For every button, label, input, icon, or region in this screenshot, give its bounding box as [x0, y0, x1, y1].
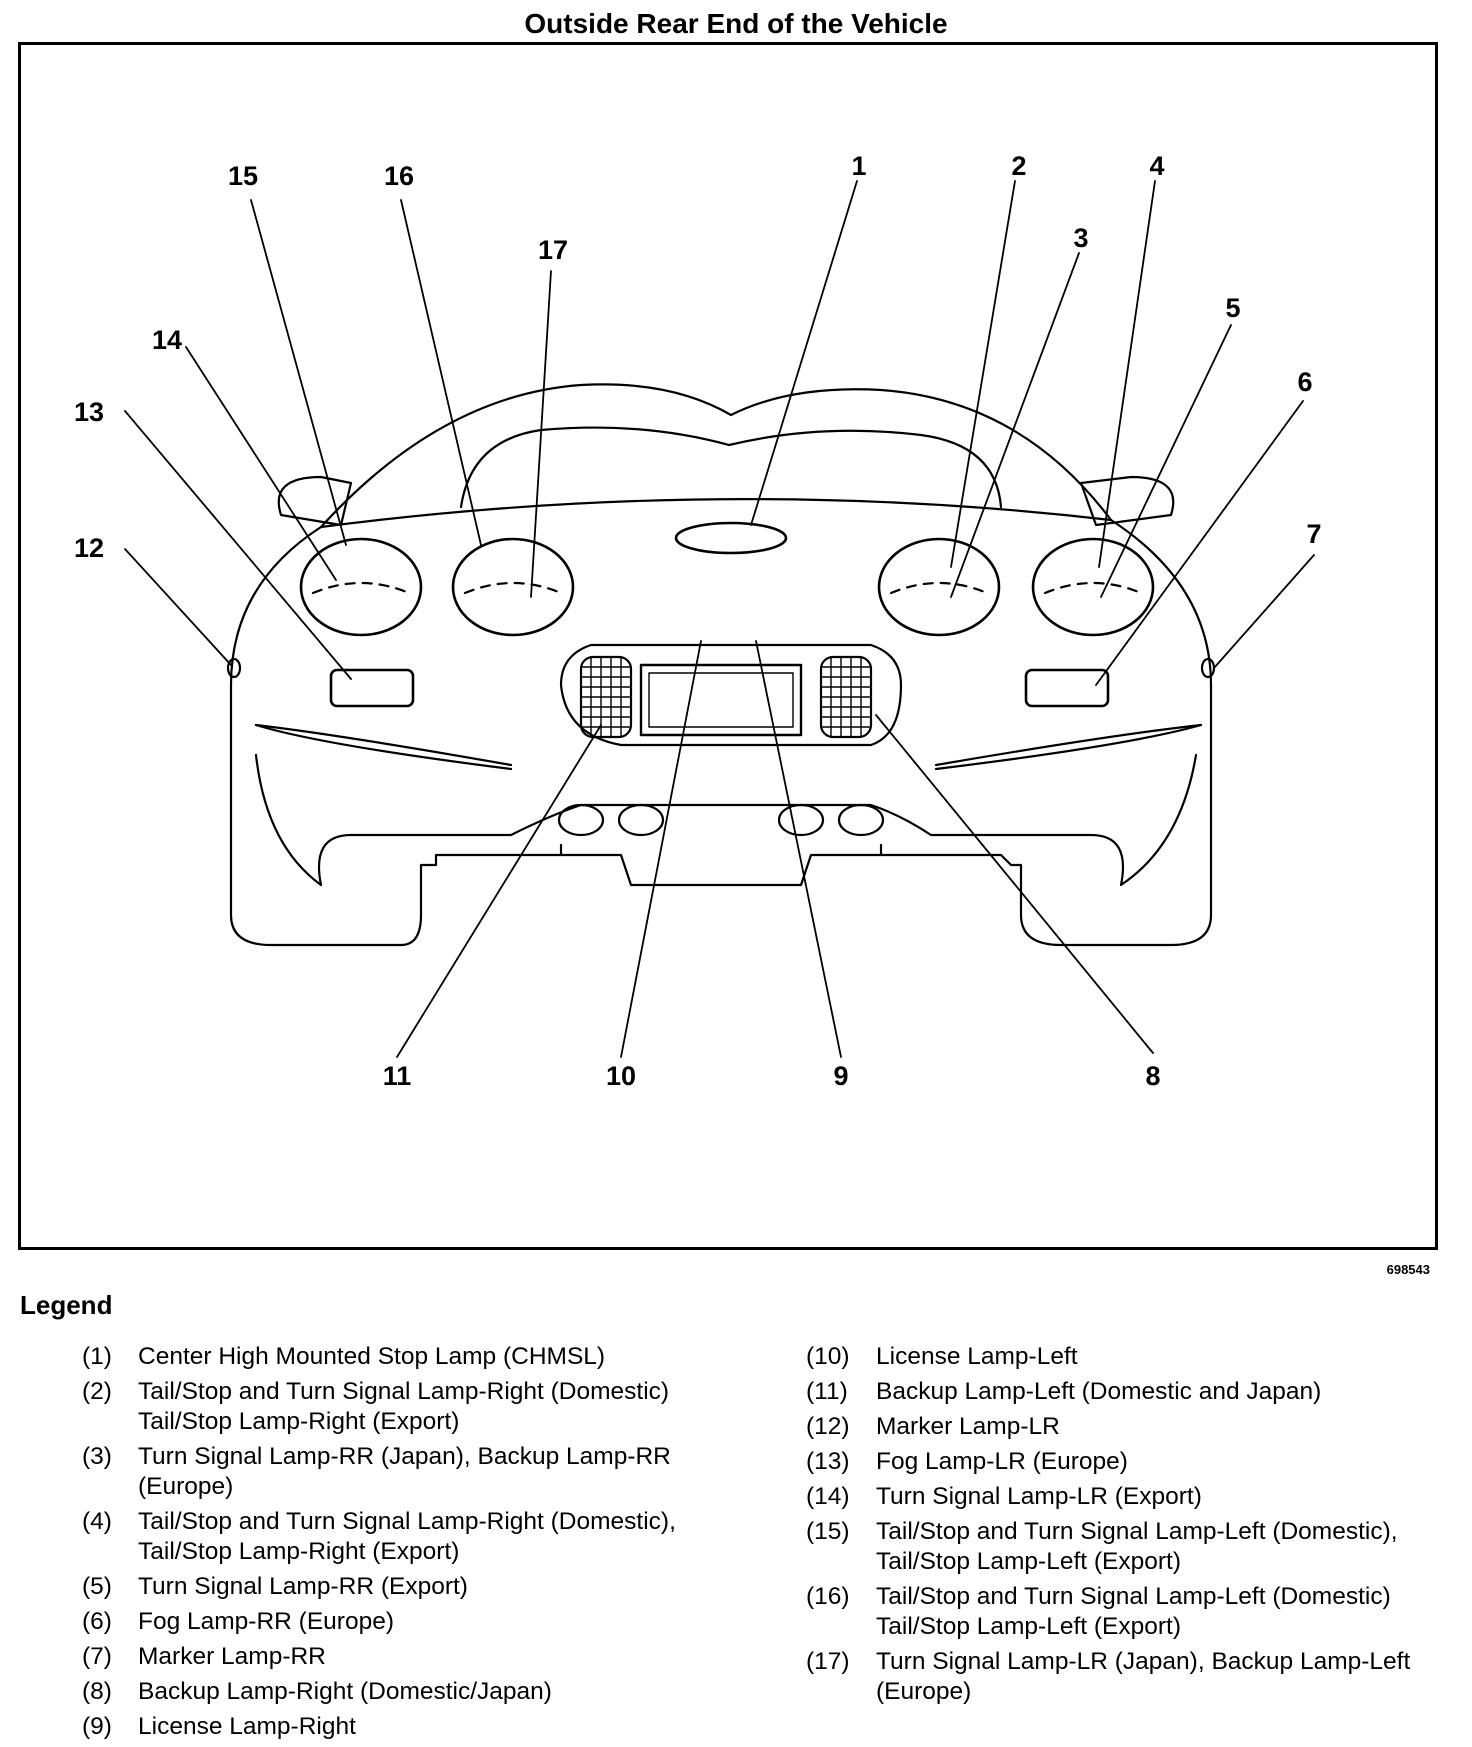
legend-text: Marker Lamp-RR	[138, 1643, 326, 1670]
legend-number: (8)	[82, 1678, 112, 1705]
exhaust-2	[617, 803, 665, 837]
callout-6: 6	[1297, 367, 1312, 397]
legend-number: (5)	[82, 1573, 112, 1600]
tail-lamp-2	[877, 537, 1001, 637]
legend-text: Turn Signal Lamp-LR (Japan), Backup Lamp…	[876, 1648, 1411, 1705]
figure-id: 698543	[1386, 1262, 1430, 1277]
license-recess	[559, 643, 903, 747]
left-spoiler	[277, 475, 353, 527]
legend-item: (15) Tail/Stop and Turn Signal Lamp-Left …	[806, 1517, 1446, 1577]
legend-item: (14) Turn Signal Lamp-LR (Export)	[806, 1482, 1446, 1512]
legend-text: Fog Lamp-LR (Europe)	[876, 1448, 1128, 1475]
legend-item: (16) Tail/Stop and Turn Signal Lamp-Left …	[806, 1582, 1446, 1642]
tail-lamp-4	[1031, 537, 1155, 637]
legend-text: Tail/Stop and Turn Signal Lamp-Right (Do…	[138, 1508, 676, 1565]
legend-number: (15)	[806, 1518, 850, 1545]
legend-text: Marker Lamp-LR	[876, 1413, 1060, 1440]
fog-lamp-left	[329, 668, 415, 708]
callout-17: 17	[538, 235, 568, 265]
legend-number: (11)	[806, 1378, 848, 1405]
legend-item: (8) Backup Lamp-Right (Domestic/Japan)	[82, 1677, 762, 1707]
callout-15: 15	[228, 161, 258, 191]
legend-text: License Lamp-Right	[138, 1713, 356, 1740]
legend-number: (1)	[82, 1343, 112, 1370]
legend-item: (13) Fog Lamp-LR (Europe)	[806, 1447, 1446, 1477]
callout-8: 8	[1145, 1061, 1160, 1091]
callout-5: 5	[1225, 293, 1240, 323]
right-spoiler	[1079, 475, 1175, 527]
callout-13: 13	[74, 397, 104, 427]
legend-right-column: (10) License Lamp-Left (11) Backup Lamp-Le…	[806, 1342, 1446, 1712]
left-grille-icon	[579, 655, 633, 739]
callout-16: 16	[384, 161, 414, 191]
legend-item: (7) Marker Lamp-RR	[82, 1642, 762, 1672]
callout-10: 10	[606, 1061, 636, 1091]
roof-outline	[319, 383, 1113, 529]
marker-lamp-right	[1200, 657, 1216, 679]
tail-lamp-15	[299, 537, 423, 637]
callout-11: 11	[383, 1061, 412, 1091]
legend-number: (17)	[806, 1648, 850, 1675]
legend-item: (10) License Lamp-Left	[806, 1342, 1446, 1372]
legend-text: License Lamp-Left	[876, 1343, 1078, 1370]
marker-lamp-left	[226, 657, 242, 679]
legend-left-column: (1) Center High Mounted Stop Lamp (CHMSL)…	[82, 1342, 762, 1747]
tail-lamp-16	[451, 537, 575, 637]
legend-item: (11) Backup Lamp-Left (Domestic and Japan…	[806, 1377, 1446, 1407]
legend-number: (6)	[82, 1608, 112, 1635]
body-outline	[229, 518, 1213, 947]
callout-9: 9	[833, 1061, 848, 1091]
page-title: Outside Rear End of the Vehicle	[524, 8, 948, 39]
legend-text: Backup Lamp-Left (Domestic and Japan)	[876, 1378, 1322, 1405]
legend-number: (16)	[806, 1583, 850, 1610]
legend-number: (2)	[82, 1378, 112, 1405]
callout-4: 4	[1149, 151, 1164, 181]
legend-item: (4) Tail/Stop and Turn Signal Lamp-Right …	[82, 1507, 762, 1567]
legend-text: Turn Signal Lamp-RR (Export)	[138, 1573, 468, 1600]
legend-number: (9)	[82, 1713, 112, 1740]
legend-item: (9) License Lamp-Right	[82, 1712, 762, 1742]
legend-item: (2) Tail/Stop and Turn Signal Lamp-Right …	[82, 1377, 762, 1437]
callout-7: 7	[1306, 519, 1321, 549]
legend-text: Backup Lamp-Right (Domestic/Japan)	[138, 1678, 552, 1705]
fog-lamp-right	[1024, 668, 1110, 708]
legend-number: (7)	[82, 1643, 112, 1670]
legend-number: (12)	[806, 1413, 850, 1440]
vehicle-rear-diagram: 1 2 3 4 5 6 7 8 9 10 11 12 13 14 15 16 1…	[18, 42, 1438, 1250]
legend-item: (17) Turn Signal Lamp-LR (Japan), Backup …	[806, 1647, 1446, 1707]
callout-2: 2	[1011, 151, 1026, 181]
rear-glass	[459, 426, 1003, 509]
legend-item: (3) Turn Signal Lamp-RR (Japan), Backup L…	[82, 1442, 762, 1502]
legend-text: Tail/Stop and Turn Signal Lamp-Left (Dom…	[876, 1583, 1391, 1640]
legend-item: (6) Fog Lamp-RR (Europe)	[82, 1607, 762, 1637]
exhaust-1	[557, 803, 605, 837]
callout-12: 12	[74, 533, 104, 563]
legend-number: (4)	[82, 1508, 112, 1535]
legend-item: (12) Marker Lamp-LR	[806, 1412, 1446, 1442]
callout-14: 14	[152, 325, 182, 355]
legend-text: Tail/Stop and Turn Signal Lamp-Right (Do…	[138, 1378, 670, 1435]
exhaust-4	[837, 803, 885, 837]
legend-number: (3)	[82, 1443, 112, 1470]
callout-1: 1	[851, 151, 866, 181]
callout-3: 3	[1073, 223, 1088, 253]
right-grille-icon	[819, 655, 873, 739]
legend-text: Center High Mounted Stop Lamp (CHMSL)	[138, 1343, 606, 1370]
legend-number: (14)	[806, 1483, 850, 1510]
chmsl-lamp	[674, 521, 788, 555]
legend-text: Fog Lamp-RR (Europe)	[138, 1608, 394, 1635]
deck-lid	[319, 498, 1113, 529]
legend-number: (13)	[806, 1448, 850, 1475]
legend-item: (5) Turn Signal Lamp-RR (Export)	[82, 1572, 762, 1602]
exhaust-3	[777, 803, 825, 837]
legend-heading: Legend	[20, 1290, 113, 1320]
legend-item: (1) Center High Mounted Stop Lamp (CHMSL)	[82, 1342, 762, 1372]
legend-text: Tail/Stop and Turn Signal Lamp-Left (Dom…	[876, 1518, 1398, 1575]
legend-number: (10)	[806, 1343, 850, 1370]
legend-text: Turn Signal Lamp-LR (Export)	[876, 1483, 1202, 1510]
license-plate	[639, 663, 803, 737]
legend-text: Turn Signal Lamp-RR (Japan), Backup Lamp…	[138, 1443, 671, 1500]
